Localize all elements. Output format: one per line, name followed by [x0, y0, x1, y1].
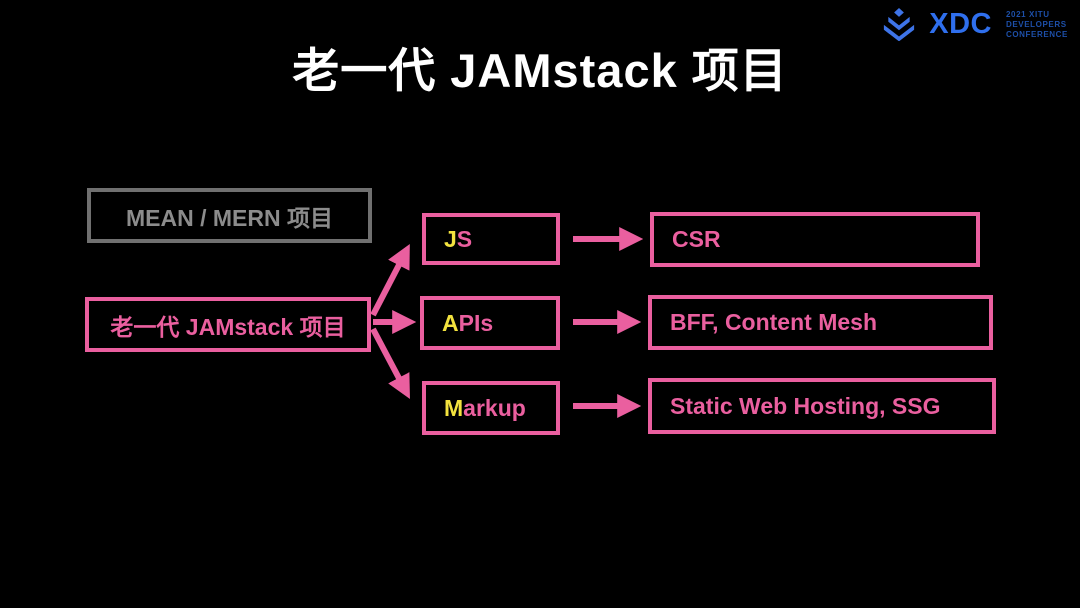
bff-content-mesh-box: BFF, Content Mesh	[648, 295, 993, 350]
js-label-rest: S	[456, 225, 473, 252]
tagline-line: CONFERENCE	[1005, 29, 1068, 39]
tagline-line: DEVELOPERS	[1005, 19, 1067, 29]
conference-logo: XDC 2021 XITU DEVELOPERS CONFERENCE	[883, 7, 1068, 41]
page-title: 老一代 JAMstack 项目	[292, 44, 788, 97]
apis-label-initial: A	[442, 309, 459, 336]
conference-tagline: 2021 XITU DEVELOPERS CONFERENCE	[1006, 10, 1068, 39]
apis-label-rest: PIs	[458, 309, 494, 336]
csr-label: CSR	[672, 226, 721, 252]
js-label-initial: J	[444, 225, 457, 252]
markup-label-rest: arkup	[463, 394, 526, 421]
static-hosting-ssg-box: Static Web Hosting, SSG	[648, 378, 996, 434]
arrow-source-to-js	[370, 243, 410, 317]
arrow-source-to-markup	[370, 327, 410, 399]
jamstack-source-box: 老一代 JAMstack 项目	[85, 297, 371, 352]
csr-box: CSR	[650, 212, 980, 267]
bff-content-mesh-label: BFF, Content Mesh	[670, 309, 877, 335]
markup-label-initial: M	[444, 394, 464, 421]
juejin-chevrons-icon	[884, 8, 915, 41]
mean-mern-label: MEAN / MERN 项目	[126, 204, 333, 231]
static-hosting-ssg-label: Static Web Hosting, SSG	[670, 392, 941, 419]
jamstack-source-label: 老一代 JAMstack 项目	[110, 313, 346, 340]
tagline-line: 2021 XITU	[1005, 9, 1050, 19]
brand-text: XDC	[929, 7, 992, 40]
mean-mern-box: MEAN / MERN 项目	[87, 188, 372, 243]
